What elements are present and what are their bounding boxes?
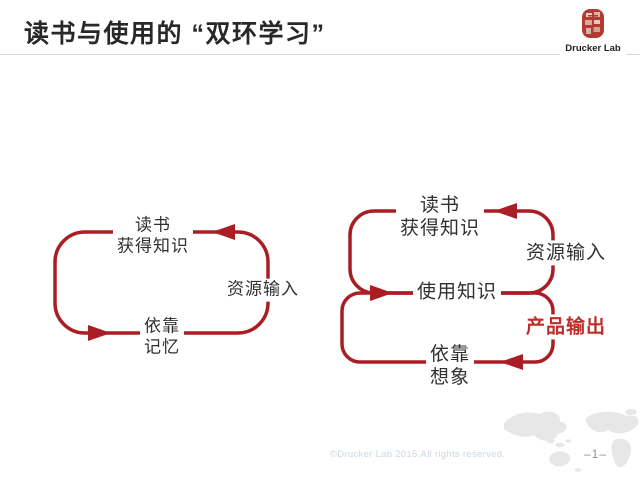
chinese-seal-icon xyxy=(582,9,604,38)
header-divider xyxy=(0,54,640,55)
double-loop-top-label: 读书 获得知识 xyxy=(395,192,485,242)
label-line: 读书 xyxy=(419,194,461,216)
label-line: 依靠 xyxy=(429,343,471,365)
single-loop-bottom-label: 依靠 记忆 xyxy=(140,315,184,359)
label-line: 记忆 xyxy=(144,337,180,356)
double-loop-middle-label: 使用知识 xyxy=(412,279,502,305)
label-line: 读书 xyxy=(135,215,171,235)
page-title: 读书与使用的 “双环学习” xyxy=(24,20,326,48)
copyright-text: ©Drucker Lab 2015.All rights reserved. xyxy=(330,449,506,460)
arrow-left-icon xyxy=(212,224,235,240)
single-loop-top-label: 读书 获得知识 xyxy=(113,214,193,258)
label-line: 想象 xyxy=(429,367,471,388)
label-line: 依靠 xyxy=(144,316,180,336)
double-loop-bottom-label: 依靠 想象 xyxy=(425,341,475,391)
arrow-right-icon xyxy=(370,285,393,301)
arrow-right-icon xyxy=(88,325,111,341)
drucker-lab-logo: Drucker Lab xyxy=(560,8,626,55)
label-line: 获得知识 xyxy=(117,236,189,255)
double-loop-output-label: 产品输出 xyxy=(521,314,611,340)
single-loop-input-label: 资源输入 xyxy=(223,278,303,302)
label-line: 获得知识 xyxy=(399,218,481,239)
arrow-left-icon xyxy=(500,354,523,370)
world-map-icon xyxy=(504,409,639,472)
page-number: –1– xyxy=(584,447,608,461)
logo-text: Drucker Lab xyxy=(560,43,626,55)
arrow-left-icon xyxy=(494,203,517,219)
double-loop-input-label: 资源输入 xyxy=(521,240,611,266)
